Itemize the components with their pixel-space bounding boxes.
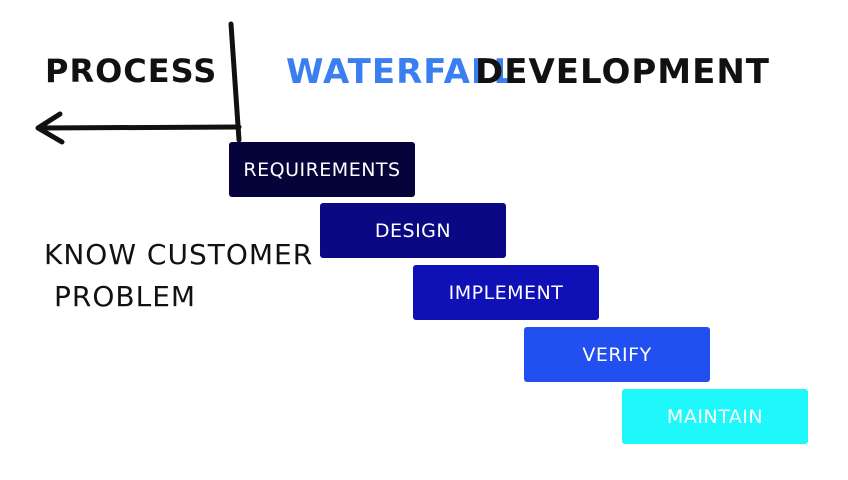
waterfall-label: Waterfall [286,52,517,92]
note-line-2: problem [54,280,197,313]
phase-implement: Implement [413,265,599,320]
left-arrow [35,111,242,145]
development-label: Development [475,52,770,92]
vertical-line [228,21,242,143]
phase-label: Requirements [243,158,401,181]
phase-label: Design [374,219,452,242]
phase-design: Design [320,203,506,258]
process-label: Process [45,52,218,90]
phase-label: Maintain [666,405,764,428]
phase-requirements: Requirements [229,142,415,197]
phase-label: Verify [582,343,652,366]
note-line-1: Know customer [44,238,314,271]
phase-maintain: Maintain [622,389,808,444]
phase-label: Implement [448,281,564,304]
phase-verify: Verify [524,327,710,382]
